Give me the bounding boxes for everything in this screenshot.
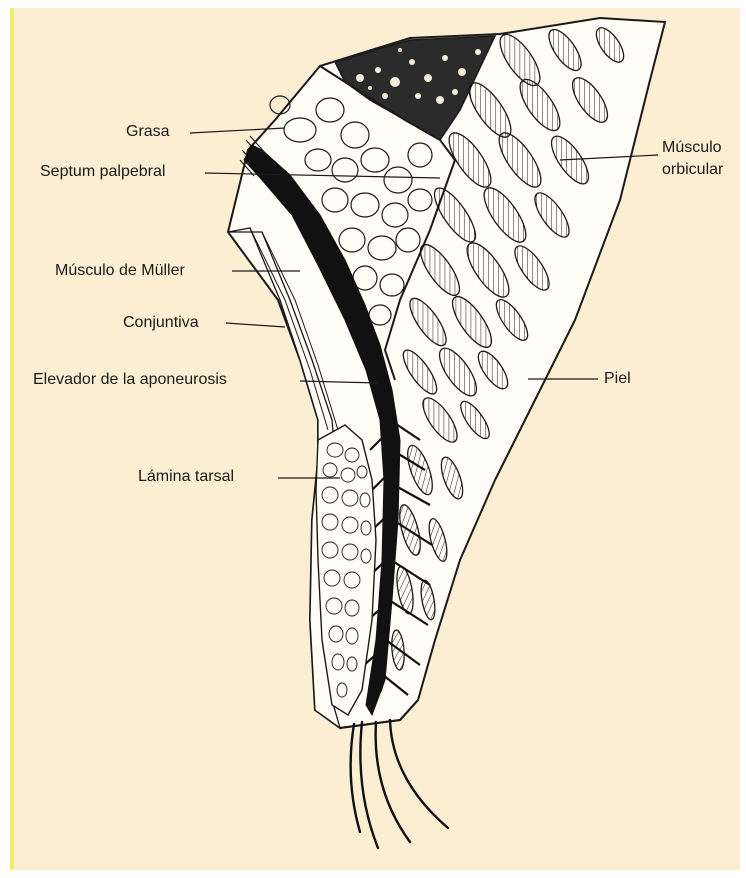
label-elevador-aponeurosis: Elevador de la aponeurosis [33,370,227,389]
label-conjuntiva: Conjuntiva [123,313,199,332]
label-musculo-orbicular-line1: Músculo [662,138,722,157]
label-musculo-orbicular-line2: orbicular [662,160,723,179]
label-lamina-tarsal: Lámina tarsal [138,467,234,486]
label-piel: Piel [604,369,631,388]
label-musculo-de-muller: Músculo de Müller [55,261,185,280]
label-septum-palpebral: Septum palpebral [40,162,165,181]
label-grasa: Grasa [126,122,170,141]
yellow-left-edge [10,8,14,870]
